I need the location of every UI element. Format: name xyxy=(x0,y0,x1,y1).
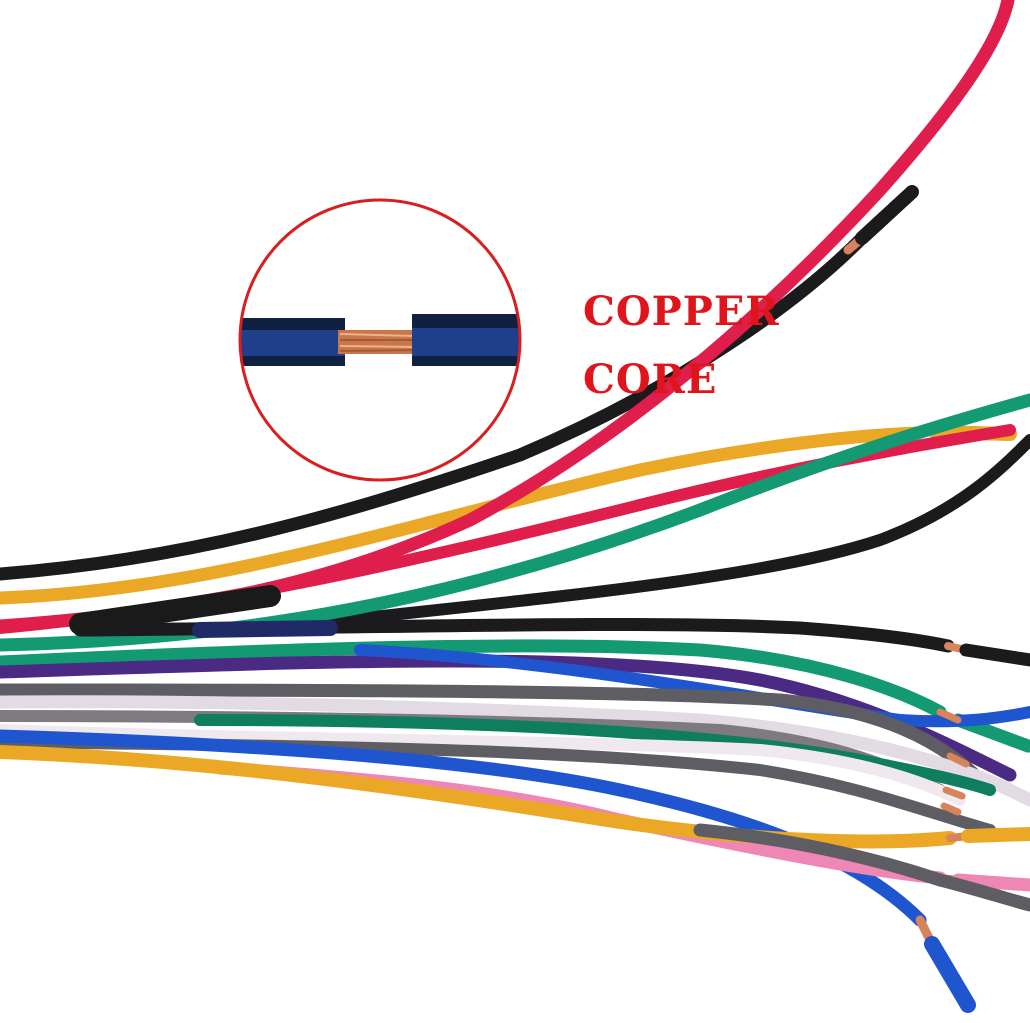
black-wire-end xyxy=(959,643,1030,667)
magnified-wire-cross-section xyxy=(238,198,522,482)
heat-shrink xyxy=(192,620,338,638)
yellow-wire-end xyxy=(961,827,1030,843)
green-wire xyxy=(0,639,947,719)
white-wire xyxy=(0,695,1030,807)
gray-wire xyxy=(0,683,987,787)
callout-label-copper: COPPER xyxy=(583,288,780,335)
pink-wire-end xyxy=(951,873,1030,892)
dark-green-wire xyxy=(194,714,996,796)
callout-label-core: CORE xyxy=(583,356,718,403)
copper-tips xyxy=(936,708,970,816)
black-wire xyxy=(0,233,867,581)
black-wire xyxy=(294,434,1030,631)
gray-wire xyxy=(693,823,1030,912)
heat-shrink xyxy=(69,585,281,635)
yellow-wire xyxy=(0,745,957,849)
white-wire xyxy=(0,724,966,806)
blue-wire-end xyxy=(924,936,976,1013)
black-wire-end xyxy=(855,185,919,245)
yellow-wire xyxy=(0,426,925,605)
magnifier-ring xyxy=(238,198,522,482)
